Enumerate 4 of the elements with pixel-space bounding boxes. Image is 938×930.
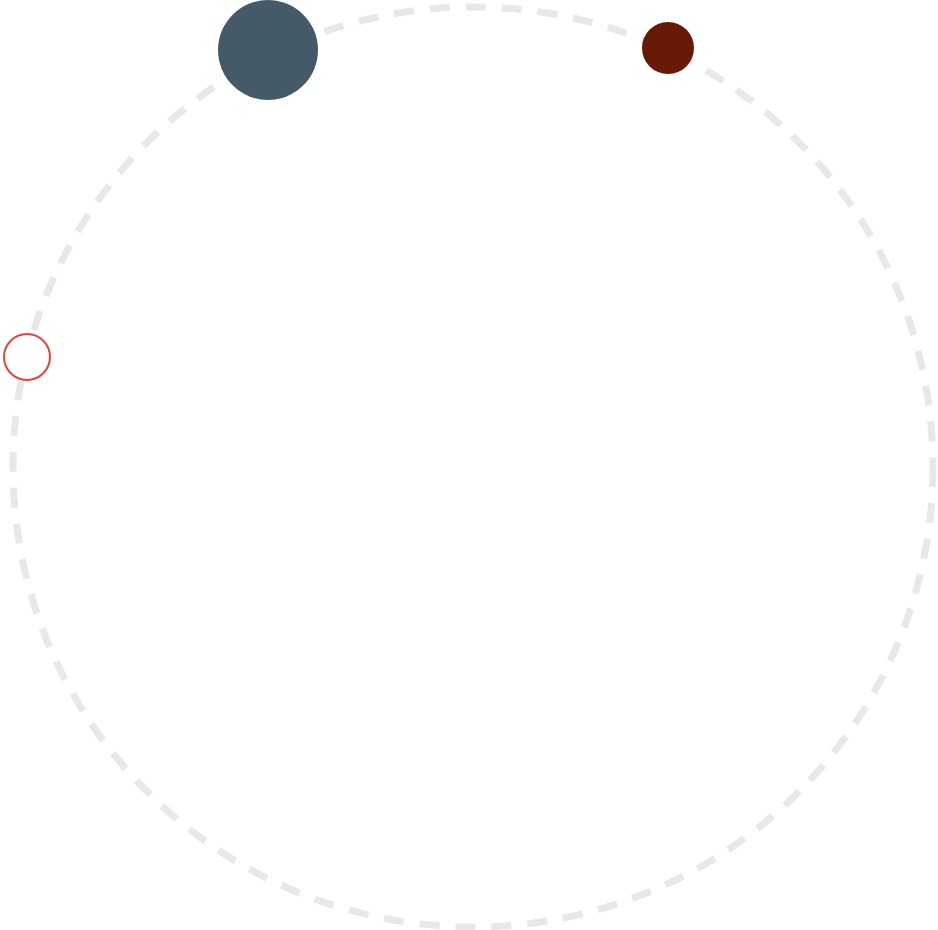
large-dot xyxy=(218,0,318,100)
dashed-orbit-circle xyxy=(5,0,938,930)
outlined-dot xyxy=(1,331,51,381)
small-dot xyxy=(642,22,694,74)
